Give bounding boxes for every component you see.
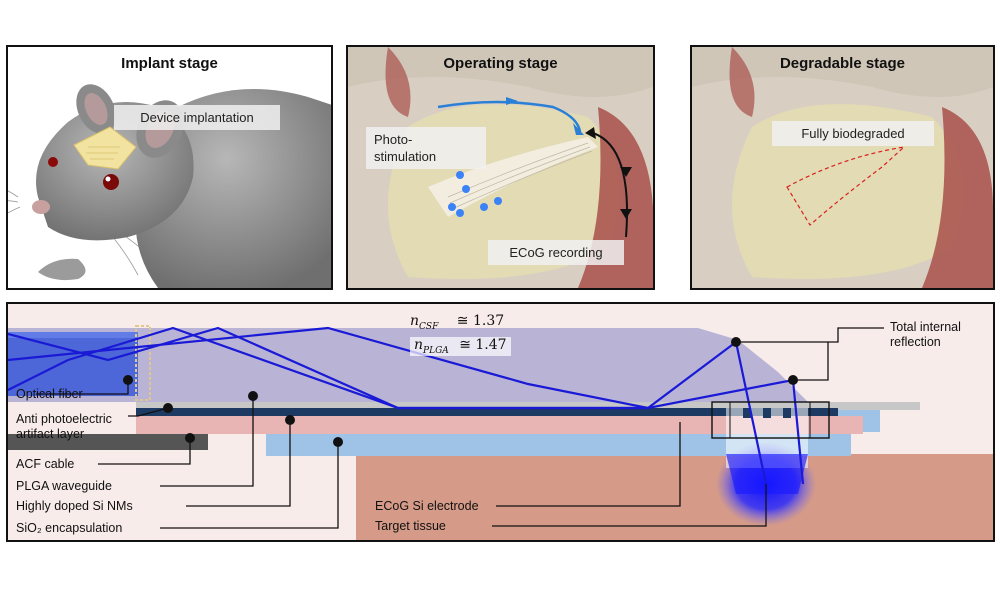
label-optical-fiber: Optical fiber (16, 387, 83, 401)
waveguide-cross-section (8, 325, 993, 540)
label-plga-waveguide: PLGA waveguide (16, 479, 112, 493)
n-csf-formula: nCSF ≅ 1.37 (410, 313, 505, 332)
brain-illustration-degraded (692, 47, 993, 288)
device-implantation-tag: Device implantation (114, 105, 280, 130)
label-total-internal-reflection: Total internal reflection (890, 320, 961, 349)
panel-degradable-stage: Degradable stage Fully biodegraded (690, 45, 995, 290)
label-highly-doped-si-nms: Highly doped Si NMs (16, 499, 133, 513)
panel-cross-section: nCSF ≅ 1.37 nPLGA ≅ 1.47 Optical fiber A… (6, 302, 995, 542)
photo-stimulation-tag: Photo- stimulation (366, 127, 486, 169)
label-sio2-encapsulation: SiO₂ encapsulation (16, 521, 123, 535)
ecog-recording-tag: ECoG recording (488, 240, 624, 265)
label-acf-cable: ACF cable (16, 457, 75, 471)
fully-biodegraded-tag: Fully biodegraded (772, 121, 934, 146)
panel-title: Implant stage (121, 55, 218, 72)
rat-illustration (8, 84, 331, 288)
label-target-tissue: Target tissue (375, 519, 446, 533)
panel-title: Operating stage (443, 55, 558, 72)
panel-title: Degradable stage (779, 55, 906, 72)
panel-operating-stage: Operating stage Photo- stimulation ECoG … (346, 45, 655, 290)
label-ecog-si-electrode: ECoG Si electrode (375, 499, 479, 513)
n-plga-formula: nPLGA ≅ 1.47 (410, 337, 511, 356)
panel-implant-stage: Implant stage Device implantation (6, 45, 333, 290)
label-anti-photoelectric-layer: Anti photoelectric artifact layer (16, 412, 112, 441)
